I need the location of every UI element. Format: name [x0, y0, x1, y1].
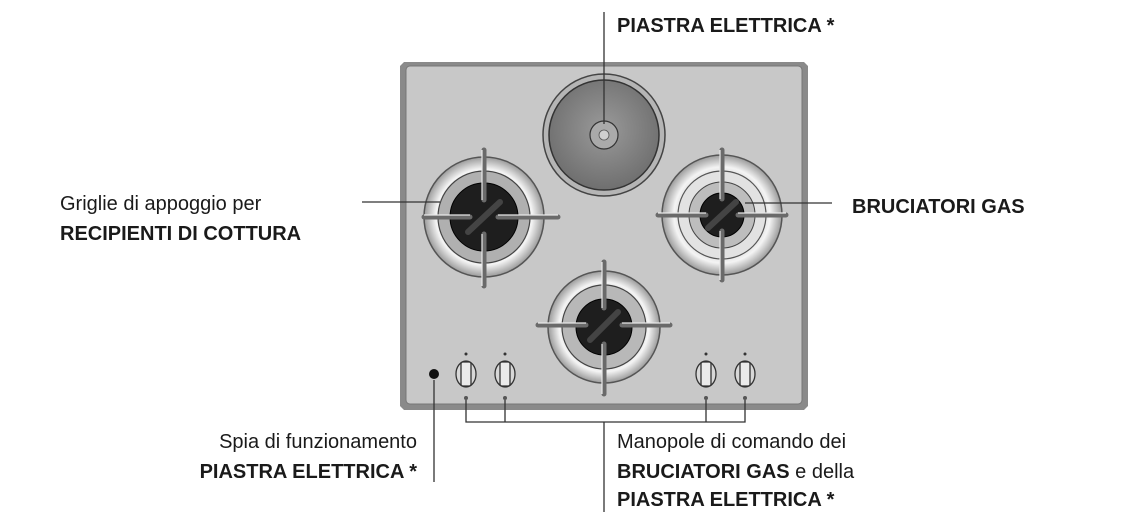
label-knobs-line1: Manopole di comando dei — [617, 431, 847, 453]
label-top-electric-plate: PIASTRA ELETTRICA * — [617, 15, 835, 37]
label-knobs-line2-normal: e della — [789, 461, 855, 483]
gas-burner-right — [655, 147, 789, 283]
hob — [400, 62, 808, 410]
label-knobs-line2-bold: BRUCIATORI GAS — [617, 461, 790, 483]
knob-4 — [734, 352, 756, 400]
gas-burner-left — [421, 147, 561, 289]
label-grids-line1: Griglie di appoggio per — [60, 193, 262, 215]
label-gas-burners: BRUCIATORI GAS — [852, 196, 1025, 218]
pan-support-left — [421, 147, 561, 289]
gas-burner-bottom — [535, 259, 673, 397]
control-knobs — [455, 352, 756, 400]
pilot-light — [429, 369, 439, 379]
label-grids-line2: RECIPIENTI DI COTTURA — [60, 223, 302, 245]
leader-lines — [362, 12, 832, 512]
electric-plate — [542, 73, 666, 197]
leader-knobs — [465, 400, 746, 423]
label-knobs-line2: BRUCIATORI GAS e della — [617, 460, 854, 485]
label-pilot-line1: Spia di funzionamento — [219, 431, 417, 453]
label-knobs-line3: PIASTRA ELETTRICA * — [617, 489, 835, 511]
knob-1 — [455, 352, 477, 400]
label-pilot-line2: PIASTRA ELETTRICA * — [199, 461, 417, 483]
knob-2 — [494, 352, 516, 400]
knob-3 — [695, 352, 717, 400]
